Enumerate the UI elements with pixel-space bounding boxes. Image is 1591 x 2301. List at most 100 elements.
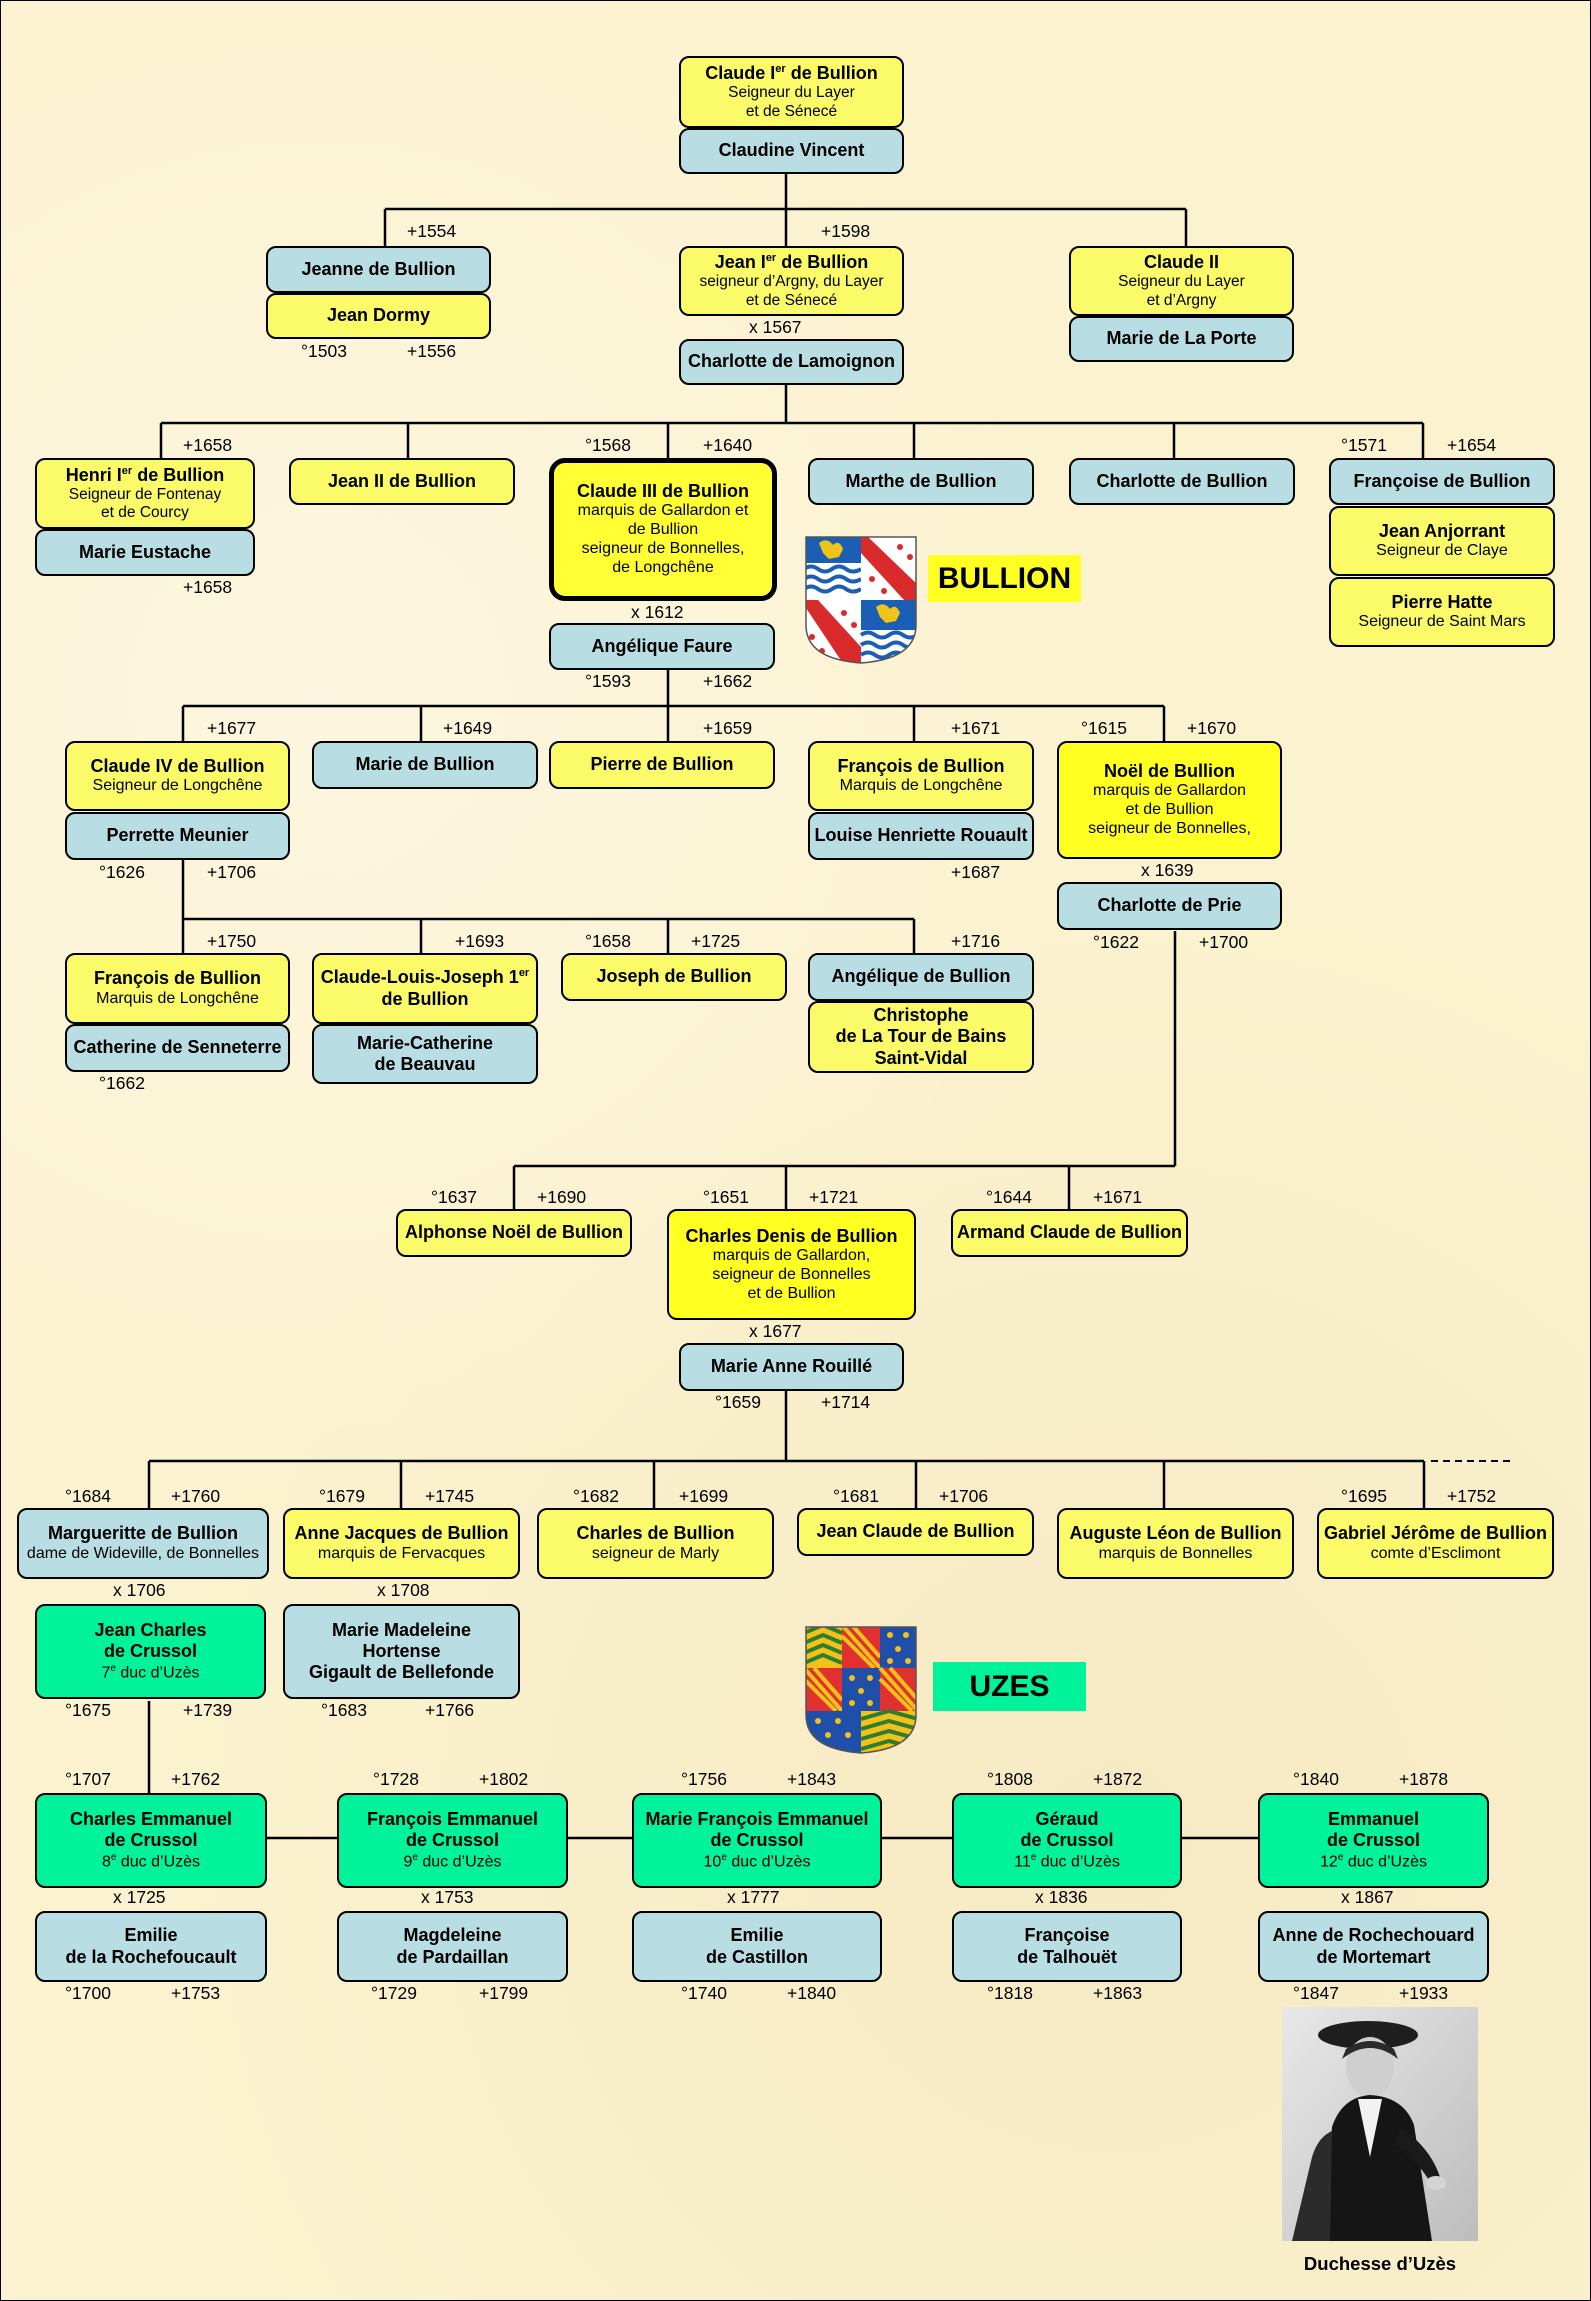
death-date: +1677 <box>207 718 257 738</box>
person-name: Gabriel Jérôme de Bullion <box>1323 1523 1548 1544</box>
person-title: et de Courcy <box>101 504 189 522</box>
person-title: et d’Argny <box>1146 291 1217 309</box>
person-marie-francois-emmanuel-de-crussol: Marie François Emmanuel de Crussol 10e d… <box>632 1793 882 1888</box>
birth-date: °1740 <box>681 1983 727 2003</box>
person-claude-3-de-bullion: Claude III de Bullion marquis de Gallard… <box>549 458 777 601</box>
birth-date: °1681 <box>833 1486 879 1506</box>
person-catherine-de-senneterre: Catherine de Senneterre <box>65 1024 290 1072</box>
duke-rank: 12 <box>1320 1852 1338 1870</box>
person-title: et de Sénecé <box>745 102 838 120</box>
birth-date: °1662 <box>99 1073 145 1093</box>
person-title: Seigneur du Layer <box>1118 273 1245 291</box>
person-jean-2-de-bullion: Jean II de Bullion <box>289 458 515 505</box>
death-date: +1762 <box>171 1769 221 1789</box>
person-name: Marie-Catherine <box>356 1032 494 1053</box>
person-title: et de Bullion <box>747 1284 836 1302</box>
duke-rank: 11 <box>1014 1852 1031 1870</box>
person-gabriel-jerome-de-bullion: Gabriel Jérôme de Bullion comte d’Esclim… <box>1317 1508 1554 1579</box>
person-charlotte-de-prie: Charlotte de Prie <box>1057 882 1282 930</box>
person-name: Françoise de Bullion <box>1353 470 1531 491</box>
person-name: Charlotte de Lamoignon <box>688 351 895 372</box>
person-claude-louis-joseph-de-bullion: Claude-Louis-Joseph 1er de Bullion <box>312 953 538 1024</box>
marriage-date: x 1639 <box>1141 860 1194 880</box>
birth-date: °1593 <box>585 671 631 691</box>
person-name-suffix: de Pardaillan <box>396 1946 509 1967</box>
person-marie-de-la-porte: Marie de La Porte <box>1069 316 1294 362</box>
person-name: Angélique Faure <box>591 635 733 656</box>
person-magdeleine-de-pardaillan: Magdeleine de Pardaillan <box>337 1911 568 1982</box>
death-date: +1662 <box>703 671 753 691</box>
superscript: e <box>1337 1851 1344 1863</box>
death-date: +1721 <box>809 1187 859 1207</box>
person-geraud-de-crussol: Géraud de Crussol 11e duc d’Uzès <box>952 1793 1182 1888</box>
person-marie-anne-rouille: Marie Anne Rouillé <box>679 1343 904 1391</box>
person-title: comte d’Esclimont <box>1370 1544 1501 1562</box>
person-name-suffix: de Beauvau <box>374 1054 476 1074</box>
superscript: e <box>1030 1851 1037 1863</box>
person-charlotte-de-bullion: Charlotte de Bullion <box>1069 458 1295 505</box>
person-name: Emilie <box>730 1925 784 1946</box>
person-name: Angélique de Bullion <box>831 966 1011 987</box>
person-name: Marie Eustache <box>78 541 212 562</box>
death-date: +1799 <box>479 1983 529 2003</box>
person-pierre-de-bullion: Pierre de Bullion <box>549 741 775 789</box>
person-title: duc d’Uzès <box>726 1852 811 1870</box>
person-louise-henriette-rouault: Louise Henriette Rouault <box>808 812 1034 860</box>
person-name: Jean II de Bullion <box>327 470 477 491</box>
birth-date: °1683 <box>321 1700 367 1720</box>
person-name: Jean Anjorrant <box>1378 520 1506 541</box>
person-title: marquis de Bonnelles <box>1098 1544 1253 1562</box>
person-name-suffix: de Bullion <box>776 252 869 273</box>
person-margueritte-de-bullion: Margueritte de Bullion dame de Wideville… <box>17 1508 269 1579</box>
birth-date: °1659 <box>715 1392 761 1412</box>
duke-rank: 8 <box>101 1852 111 1870</box>
person-name: Charlotte de Prie <box>1097 895 1242 916</box>
birth-date: °1637 <box>431 1187 477 1207</box>
person-name: Marie de Bullion <box>355 754 495 775</box>
death-date: +1872 <box>1093 1769 1143 1789</box>
duke-rank: 10 <box>703 1852 722 1870</box>
superscript: e <box>110 1662 116 1674</box>
person-title: Seigneur de Longchêne <box>92 777 263 795</box>
person-marie-de-bullion: Marie de Bullion <box>312 741 538 789</box>
person-name: Perrette Meunier <box>106 825 249 846</box>
person-name: Charles Denis de Bullion <box>685 1225 898 1246</box>
death-date: +1671 <box>951 718 1001 738</box>
person-title: et de Bullion <box>1125 801 1214 819</box>
person-title: marquis de Gallardon, <box>712 1246 871 1264</box>
person-name: Marie Madeleine <box>331 1619 472 1640</box>
family-name-uzes: UZES <box>933 1662 1086 1711</box>
death-date: +1598 <box>821 221 871 241</box>
person-name: Auguste Léon de Bullion <box>1069 1523 1282 1544</box>
person-name-suffix: de Bullion <box>785 63 878 84</box>
death-date: +1840 <box>787 1983 837 2003</box>
person-charles-de-bullion: Charles de Bullion seigneur de Marly <box>537 1508 774 1579</box>
person-title: seigneur de Bonnelles <box>712 1265 871 1283</box>
person-name: Jean Claude de Bullion <box>816 1521 1015 1542</box>
death-date: +1699 <box>679 1486 729 1506</box>
person-name: Pierre de Bullion <box>590 754 734 775</box>
person-name-suffix: de Bullion <box>381 988 469 1009</box>
person-francois-de-bullion: François de Bullion Marquis de Longchêne <box>808 741 1034 811</box>
person-title: duc d’Uzès <box>1343 1852 1427 1870</box>
birth-date: °1847 <box>1293 1983 1339 2003</box>
person-name: Jean Dormy <box>326 305 431 326</box>
superscript: er <box>518 967 530 980</box>
marriage-date: x 1677 <box>749 1321 802 1341</box>
person-name-suffix: de Crussol <box>103 1641 198 1662</box>
person-name: Claude IV de Bullion <box>90 755 265 776</box>
person-francois-emmanuel-de-crussol: François Emmanuel de Crussol 9e duc d’Uz… <box>337 1793 568 1888</box>
uzes-coat-of-arms <box>805 1626 917 1754</box>
death-date: +1554 <box>407 221 457 241</box>
person-emilie-de-la-rochefoucault: Emilie de la Rochefoucault <box>35 1911 267 1982</box>
person-title: duc d’Uzès <box>116 1852 201 1870</box>
death-date: +1863 <box>1093 1983 1143 2003</box>
bullion-coat-of-arms <box>805 536 917 664</box>
person-name: Christophe <box>873 1005 969 1026</box>
person-perrette-meunier: Perrette Meunier <box>65 812 290 860</box>
person-title: de Bullion <box>627 521 699 539</box>
person-jean-claude-de-bullion: Jean Claude de Bullion <box>797 1508 1034 1556</box>
birth-date: °1729 <box>371 1983 417 2003</box>
person-noel-de-bullion: Noël de Bullion marquis de Gallardon et … <box>1057 741 1282 859</box>
